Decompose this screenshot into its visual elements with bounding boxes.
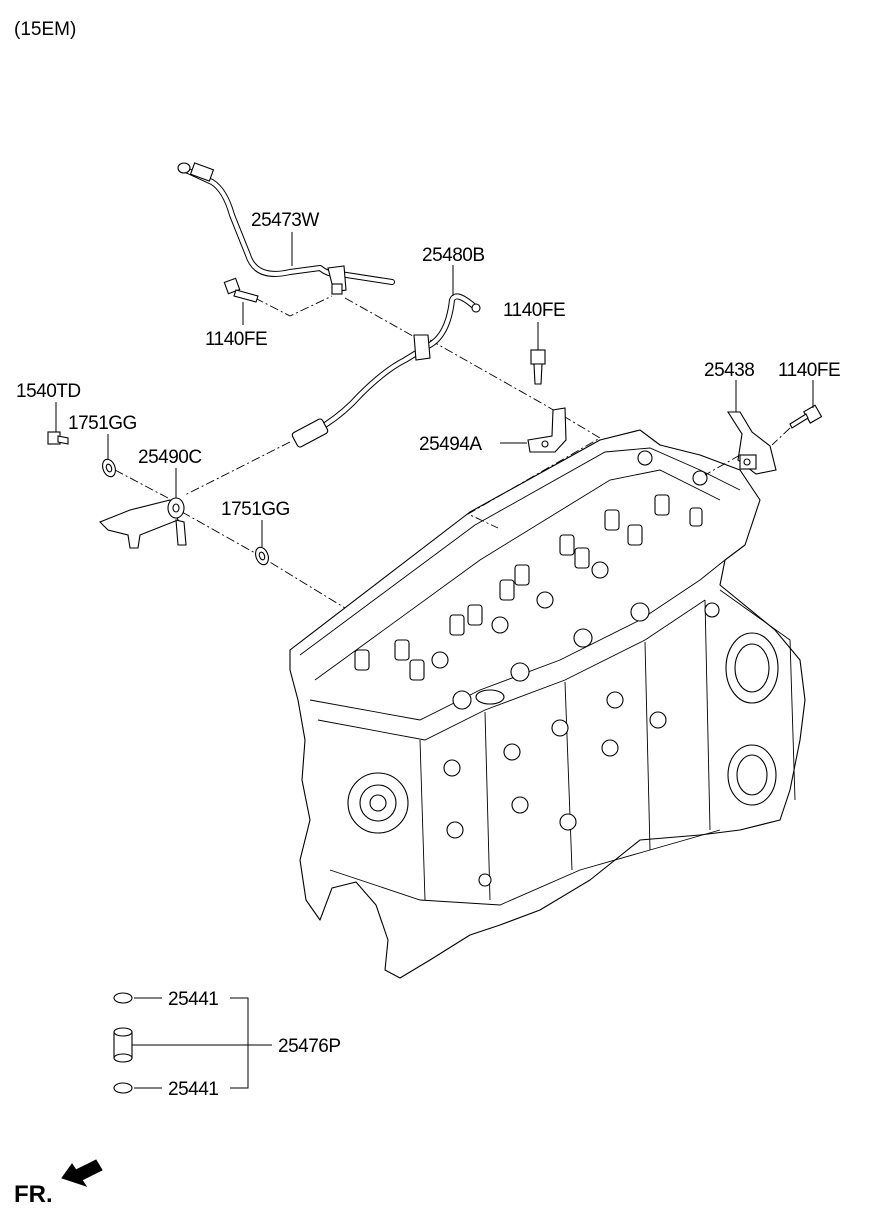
sleeve-25476p	[113, 1027, 133, 1063]
label-25480b: 25480B	[422, 245, 485, 266]
oring-25441-upper	[113, 992, 133, 1004]
oring-25441-lower	[113, 1082, 133, 1094]
callout-lines	[55, 232, 814, 1089]
head-bosses	[354, 450, 708, 710]
label-25494a: 25494A	[419, 434, 482, 455]
front-direction-arrow-icon	[61, 1159, 103, 1187]
gasket-1751gg-upper	[102, 458, 116, 478]
label-25473w: 25473W	[251, 210, 319, 231]
bolt-1140fe-right	[789, 404, 823, 429]
label-25441-lower: 25441	[168, 1079, 218, 1100]
label-1140fe-right: 1140FE	[778, 360, 840, 381]
bracket-25438	[726, 411, 777, 475]
assembly-leaders	[114, 295, 791, 609]
label-1540td: 1540TD	[16, 381, 81, 402]
bolt-1540td	[47, 431, 69, 445]
label-25441-upper: 25441	[168, 989, 218, 1010]
front-direction-label: FR.	[14, 1181, 53, 1208]
label-1140fe-upper: 1140FE	[205, 329, 267, 350]
part-labels: 25473W 1140FE 25480B 1140FE 1540TD 1751G…	[16, 210, 841, 1100]
engine-block	[289, 429, 806, 979]
pipe-25473w	[177, 162, 395, 295]
label-25490c: 25490C	[138, 447, 202, 468]
block-bosses	[443, 602, 720, 887]
label-25438: 25438	[704, 360, 754, 381]
bolt-1140fe-upper	[223, 277, 259, 303]
bolt-1140fe-middle	[530, 349, 546, 385]
label-1751gg-lower: 1751GG	[221, 499, 290, 520]
bracket-25490c	[99, 497, 187, 549]
gasket-1751gg-lower	[255, 546, 269, 566]
pipe-25480b	[291, 293, 481, 448]
label-1751gg-upper: 1751GG	[68, 413, 137, 434]
label-25476p: 25476P	[278, 1036, 341, 1057]
variant-code: (15EM)	[14, 19, 76, 40]
label-1140fe-middle: 1140FE	[503, 300, 565, 321]
bracket-25494a	[527, 407, 567, 453]
